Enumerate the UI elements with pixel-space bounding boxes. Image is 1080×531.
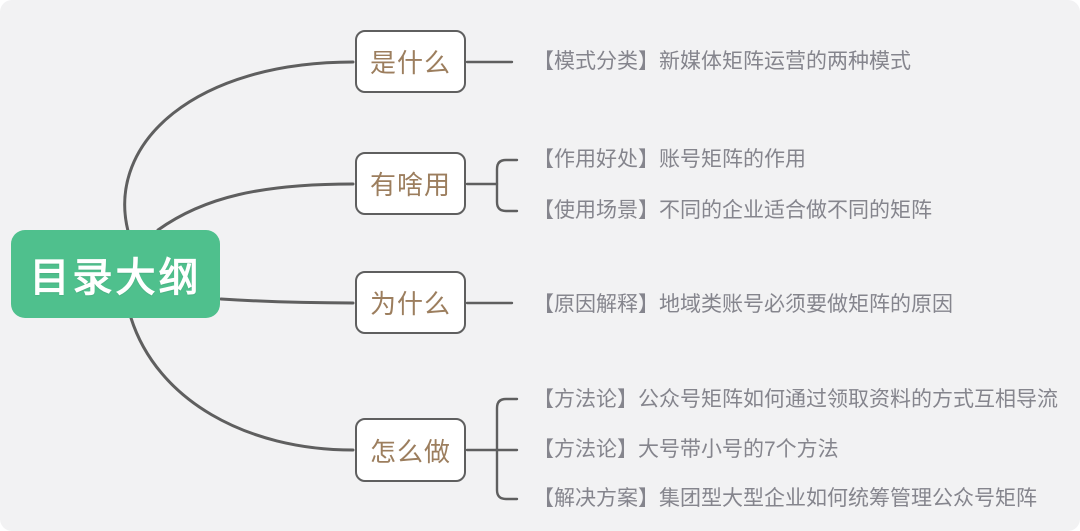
edge-root-to-branch-3	[219, 297, 355, 305]
leaf-topic[interactable]: 【方法论】大号带小号的7个方法	[533, 438, 839, 461]
leaf-topic[interactable]: 【使用场景】不同的企业适合做不同的矩阵	[533, 199, 932, 222]
leaf-topic[interactable]: 【解决方案】集团型大型企业如何统筹管理公众号矩阵	[533, 487, 1037, 510]
branch-node-why[interactable]: 为什么	[355, 271, 466, 334]
branch-node-how[interactable]: 怎么做	[355, 418, 466, 482]
edge-root-to-branch-1	[123, 60, 355, 233]
branch-node-what[interactable]: 是什么	[355, 30, 466, 93]
edge-branch-2-bracket	[495, 158, 519, 213]
leaf-topic[interactable]: 【方法论】公众号矩阵如何通过领取资料的方式互相导流	[533, 388, 1058, 411]
leaf-topic[interactable]: 【原因解释】地域类账号必须要做矩阵的原因	[533, 293, 953, 316]
edge-root-to-branch-2	[156, 182, 355, 232]
root-node-outline[interactable]: 目录大纲	[11, 230, 220, 318]
leaf-topic[interactable]: 【模式分类】新媒体矩阵运营的两种模式	[533, 50, 911, 73]
branch-node-use[interactable]: 有啥用	[355, 152, 466, 215]
leaf-topic[interactable]: 【作用好处】账号矩阵的作用	[533, 148, 806, 171]
edge-root-to-branch-4	[129, 316, 355, 452]
